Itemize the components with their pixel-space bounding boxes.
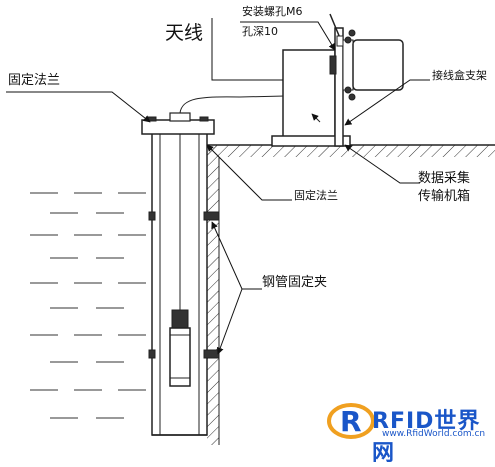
label-collector-line2: 传输机箱	[418, 189, 471, 204]
label-pipe-clamp: 钢管固定夹	[262, 275, 328, 290]
installation-diagram	[6, 13, 495, 445]
label-mount-hole: 安装螺孔M6	[242, 5, 303, 18]
signal-cable	[179, 95, 286, 114]
logo-swoosh-icon: R	[327, 403, 375, 439]
top-flange	[141, 112, 215, 135]
junction-box-bracket	[329, 27, 404, 147]
leader-lines	[6, 18, 430, 355]
label-flange-ground: 固定法兰	[294, 189, 338, 202]
label-junction-bracket: 接线盒支架	[432, 69, 487, 82]
svg-text:R: R	[340, 405, 362, 438]
antenna	[329, 13, 344, 47]
collector-box	[271, 49, 351, 147]
rfidworld-logo: R RFID世界网 www.RfidWorld.com.cn	[326, 399, 491, 466]
label-hole-depth: 孔深10	[242, 25, 278, 38]
level-sensor	[169, 309, 191, 387]
label-collector-line1: 数据采集	[418, 171, 471, 186]
label-flange-left: 固定法兰	[8, 73, 61, 88]
label-antenna: 天线	[165, 22, 204, 44]
logo-url: www.RfidWorld.com.cn	[382, 429, 486, 439]
water-surface	[30, 192, 146, 419]
